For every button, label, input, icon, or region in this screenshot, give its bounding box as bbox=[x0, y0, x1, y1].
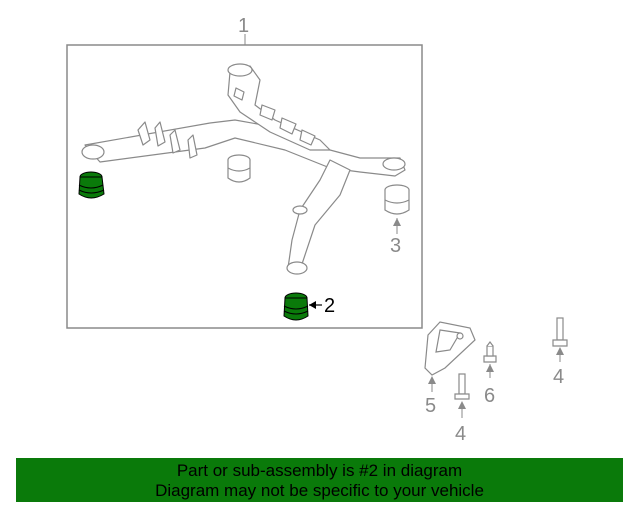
callout-2: 2 bbox=[324, 295, 335, 317]
info-banner: Part or sub-assembly is #2 in diagram Di… bbox=[16, 458, 623, 502]
callout-3: 3 bbox=[390, 235, 401, 257]
callout-1: 1 bbox=[238, 15, 249, 37]
callout-5: 5 bbox=[425, 395, 436, 417]
arrow-4-lower bbox=[458, 401, 466, 409]
bushing-part-2-highlighted bbox=[283, 292, 309, 321]
callout-4-right: 4 bbox=[553, 366, 564, 388]
bolt-part-4-right bbox=[552, 317, 568, 347]
bushing-center bbox=[227, 154, 251, 183]
banner-line-2: Diagram may not be specific to your vehi… bbox=[155, 481, 484, 500]
bushing-highlighted-left bbox=[78, 171, 105, 199]
arrow-5 bbox=[428, 376, 436, 384]
bracket-part-5 bbox=[424, 321, 476, 376]
bolt-part-6 bbox=[483, 341, 497, 363]
arrow-3 bbox=[393, 218, 401, 226]
callout-6: 6 bbox=[484, 385, 495, 407]
arrow-2 bbox=[309, 301, 316, 309]
arrow-4-right bbox=[556, 347, 564, 355]
subframe-crossmember bbox=[81, 63, 406, 275]
banner-line-1: Part or sub-assembly is #2 in diagram bbox=[176, 461, 463, 480]
arrow-6 bbox=[486, 364, 494, 372]
bushing-part-3 bbox=[384, 184, 410, 215]
bolt-part-4-lower bbox=[454, 373, 470, 400]
callout-4-lower: 4 bbox=[455, 423, 466, 445]
